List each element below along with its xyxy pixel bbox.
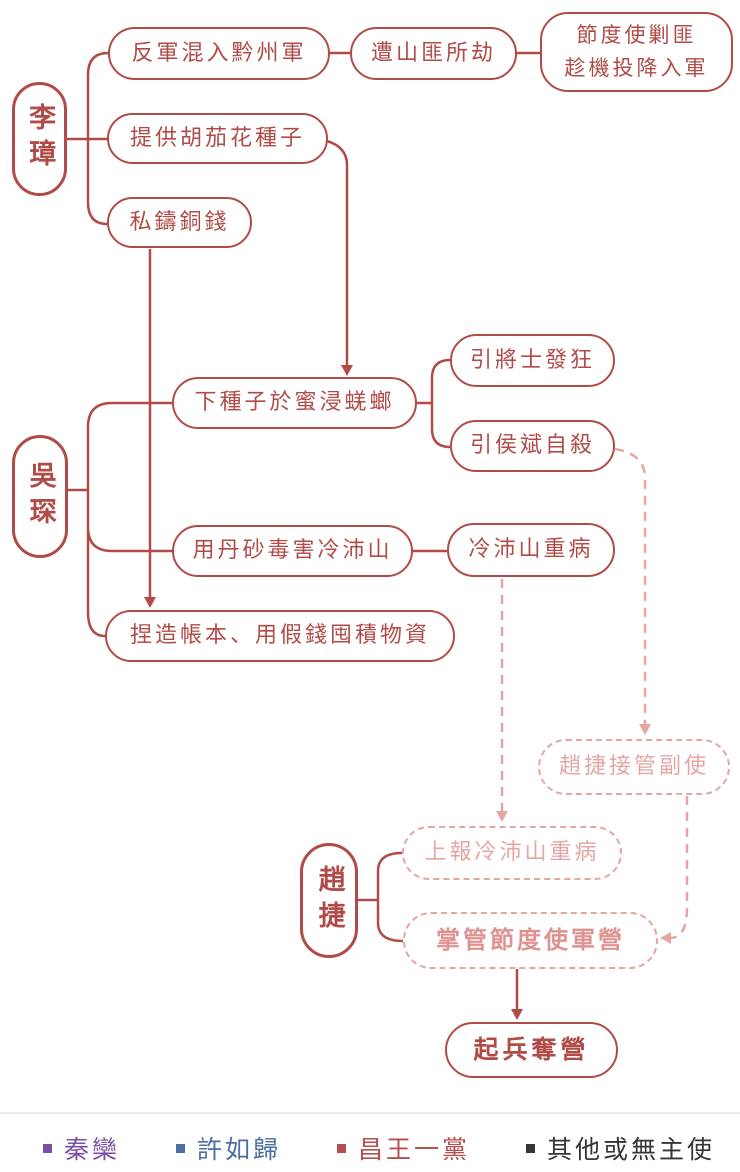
legend-bullet-other-no-mastermind bbox=[526, 1143, 536, 1153]
arrow-into-xiazhongzi bbox=[341, 365, 353, 376]
edge-xiazhongzi-bracket bbox=[417, 358, 451, 449]
arrow-into-niezao bbox=[144, 597, 156, 608]
event-node-seeds-in-beetles[interactable]: 下種子於蜜浸蜣螂 bbox=[172, 377, 417, 429]
person-node-li-zhang[interactable]: 李璋 bbox=[12, 82, 67, 196]
event-node-fake-ledgers-hoarding[interactable]: 捏造帳本、用假錢囤積物資 bbox=[105, 610, 455, 662]
legend-label-qin-luan: 秦欒 bbox=[64, 1135, 121, 1164]
surrender-line-2: 趁機投降入軍 bbox=[564, 56, 709, 80]
arrow-into-qibing bbox=[511, 1009, 523, 1020]
edge-tigong-xiazhongzi bbox=[326, 139, 349, 367]
edge-houbin-jieguan bbox=[614, 447, 647, 726]
event-node-cinnabar-poison[interactable]: 用丹砂毒害冷沛山 bbox=[172, 525, 413, 577]
legend-bullet-xu-rugui bbox=[176, 1143, 186, 1153]
arrow-into-zhangguan bbox=[660, 932, 671, 944]
legend-item-other-no-mastermind: 其他或無主使 bbox=[526, 1130, 715, 1166]
event-node-surrender-into-army[interactable]: 節度使剿匪 趁機投降入軍 bbox=[540, 12, 733, 92]
event-node-bandit-robbery[interactable]: 遭山匪所劫 bbox=[350, 27, 517, 80]
event-node-control-army-camp[interactable]: 掌管節度使軍營 bbox=[403, 912, 658, 969]
event-node-houbin-suicide[interactable]: 引侯斌自殺 bbox=[450, 420, 615, 472]
legend-item-qin-luan: 秦欒 bbox=[43, 1130, 120, 1166]
event-node-rebels-infiltrate[interactable]: 反軍混入黔州軍 bbox=[108, 27, 330, 80]
event-node-lengpeishan-ill[interactable]: 冷沛山重病 bbox=[447, 523, 615, 577]
event-node-zhaojie-takes-deputy[interactable]: 趙捷接管副使 bbox=[538, 739, 730, 795]
legend-item-changwang-faction: 昌王一黨 bbox=[337, 1130, 470, 1166]
edge-lizhang-trunk bbox=[67, 51, 109, 226]
surrender-line-1: 節度使剿匪 bbox=[576, 23, 697, 48]
legend-label-other-no-mastermind: 其他或無主使 bbox=[547, 1135, 716, 1164]
event-node-provide-seeds[interactable]: 提供胡茄花種子 bbox=[107, 113, 328, 164]
arrow-into-jieguan bbox=[639, 724, 651, 735]
edge-zhaojie-trunk bbox=[358, 851, 404, 943]
edge-jieguan-zhangguan bbox=[669, 796, 689, 940]
arrow-into-shangbao bbox=[496, 811, 508, 822]
legend-label-changwang-faction: 昌王一黨 bbox=[358, 1135, 471, 1164]
event-node-report-illness[interactable]: 上報冷沛山重病 bbox=[402, 826, 622, 880]
edge-wuchen-trunk bbox=[68, 401, 172, 638]
event-node-seize-camp[interactable]: 起兵奪營 bbox=[445, 1022, 618, 1078]
event-node-soldiers-madness[interactable]: 引將士發狂 bbox=[450, 334, 615, 387]
legend-divider bbox=[0, 1112, 740, 1114]
event-node-counterfeit-coins[interactable]: 私鑄銅錢 bbox=[107, 197, 252, 248]
legend-bullet-changwang-faction bbox=[337, 1143, 347, 1153]
legend-bar: 秦欒 許如歸 昌王一黨 其他或無主使 bbox=[43, 1128, 723, 1168]
legend-bullet-qin-luan bbox=[43, 1143, 52, 1153]
person-node-zhao-jie[interactable]: 趙捷 bbox=[300, 843, 358, 958]
legend-item-xu-rugui: 許如歸 bbox=[176, 1130, 281, 1166]
person-node-wu-chen[interactable]: 吳琛 bbox=[12, 435, 68, 558]
legend-label-xu-rugui: 許如歸 bbox=[197, 1135, 282, 1164]
